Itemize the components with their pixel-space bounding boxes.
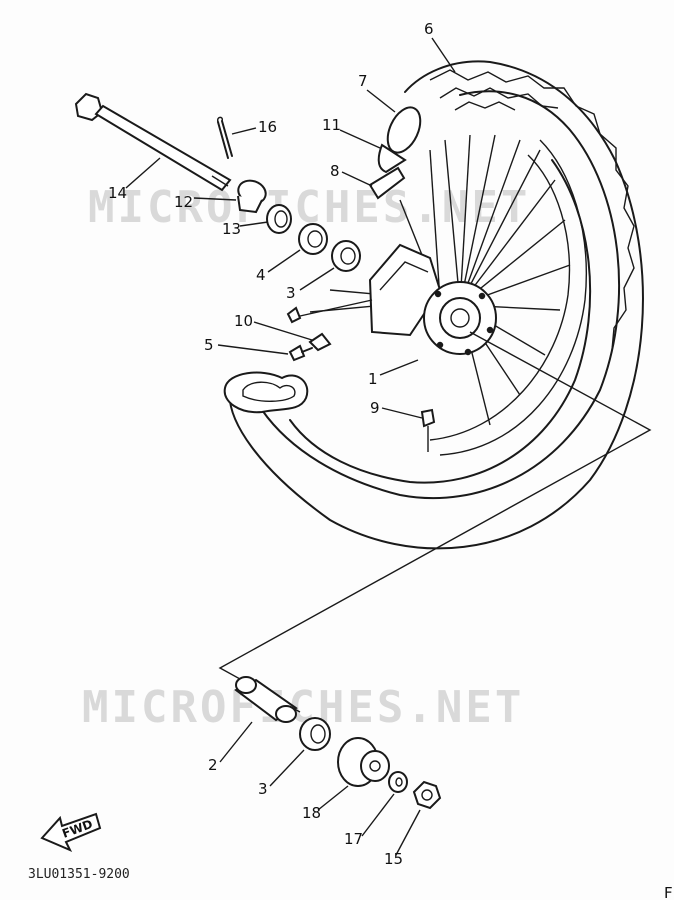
callout-17: 17 [344, 830, 363, 848]
valve-cap [420, 408, 436, 452]
cotter-pin [216, 116, 233, 159]
washer [388, 771, 408, 793]
axle-nut [412, 780, 442, 810]
gear-unit [337, 737, 390, 787]
speedometer-cable [286, 299, 373, 352]
callout-12: 12 [174, 193, 193, 211]
forward-arrow-icon: FWD [40, 812, 102, 852]
bearing-4 [298, 223, 328, 255]
callout-16: 16 [258, 118, 277, 136]
leader-lines [125, 37, 456, 856]
collar [237, 179, 267, 214]
callout-6: 6 [424, 20, 434, 38]
callout-1: 1 [368, 370, 378, 388]
callout-3-lower: 3 [258, 780, 268, 798]
callout-13: 13 [222, 220, 241, 238]
tube-and-band [368, 106, 422, 200]
callout-18: 18 [302, 804, 321, 822]
watermark-bottom: MICROFICHES.NET [82, 682, 524, 733]
callout-15: 15 [384, 850, 403, 868]
oil-seal-top [266, 204, 292, 234]
diagram-code: 3LU01351-9200 [28, 867, 130, 882]
tire [223, 60, 644, 550]
callout-4: 4 [256, 266, 266, 284]
axle [74, 92, 232, 192]
callout-3-top: 3 [286, 284, 296, 302]
bearing-3-lower [299, 717, 331, 751]
callout-14: 14 [108, 184, 127, 202]
bearing-3-top [331, 240, 361, 272]
callout-8: 8 [330, 162, 340, 180]
callout-9: 9 [370, 399, 380, 417]
hub [368, 243, 497, 356]
callout-2: 2 [208, 756, 218, 774]
callout-7: 7 [358, 72, 368, 90]
callout-5: 5 [204, 336, 214, 354]
spacer [234, 676, 298, 723]
callout-10: 10 [234, 312, 253, 330]
screw [288, 344, 313, 362]
corner-mark: F [664, 884, 673, 900]
callout-11: 11 [322, 116, 341, 134]
